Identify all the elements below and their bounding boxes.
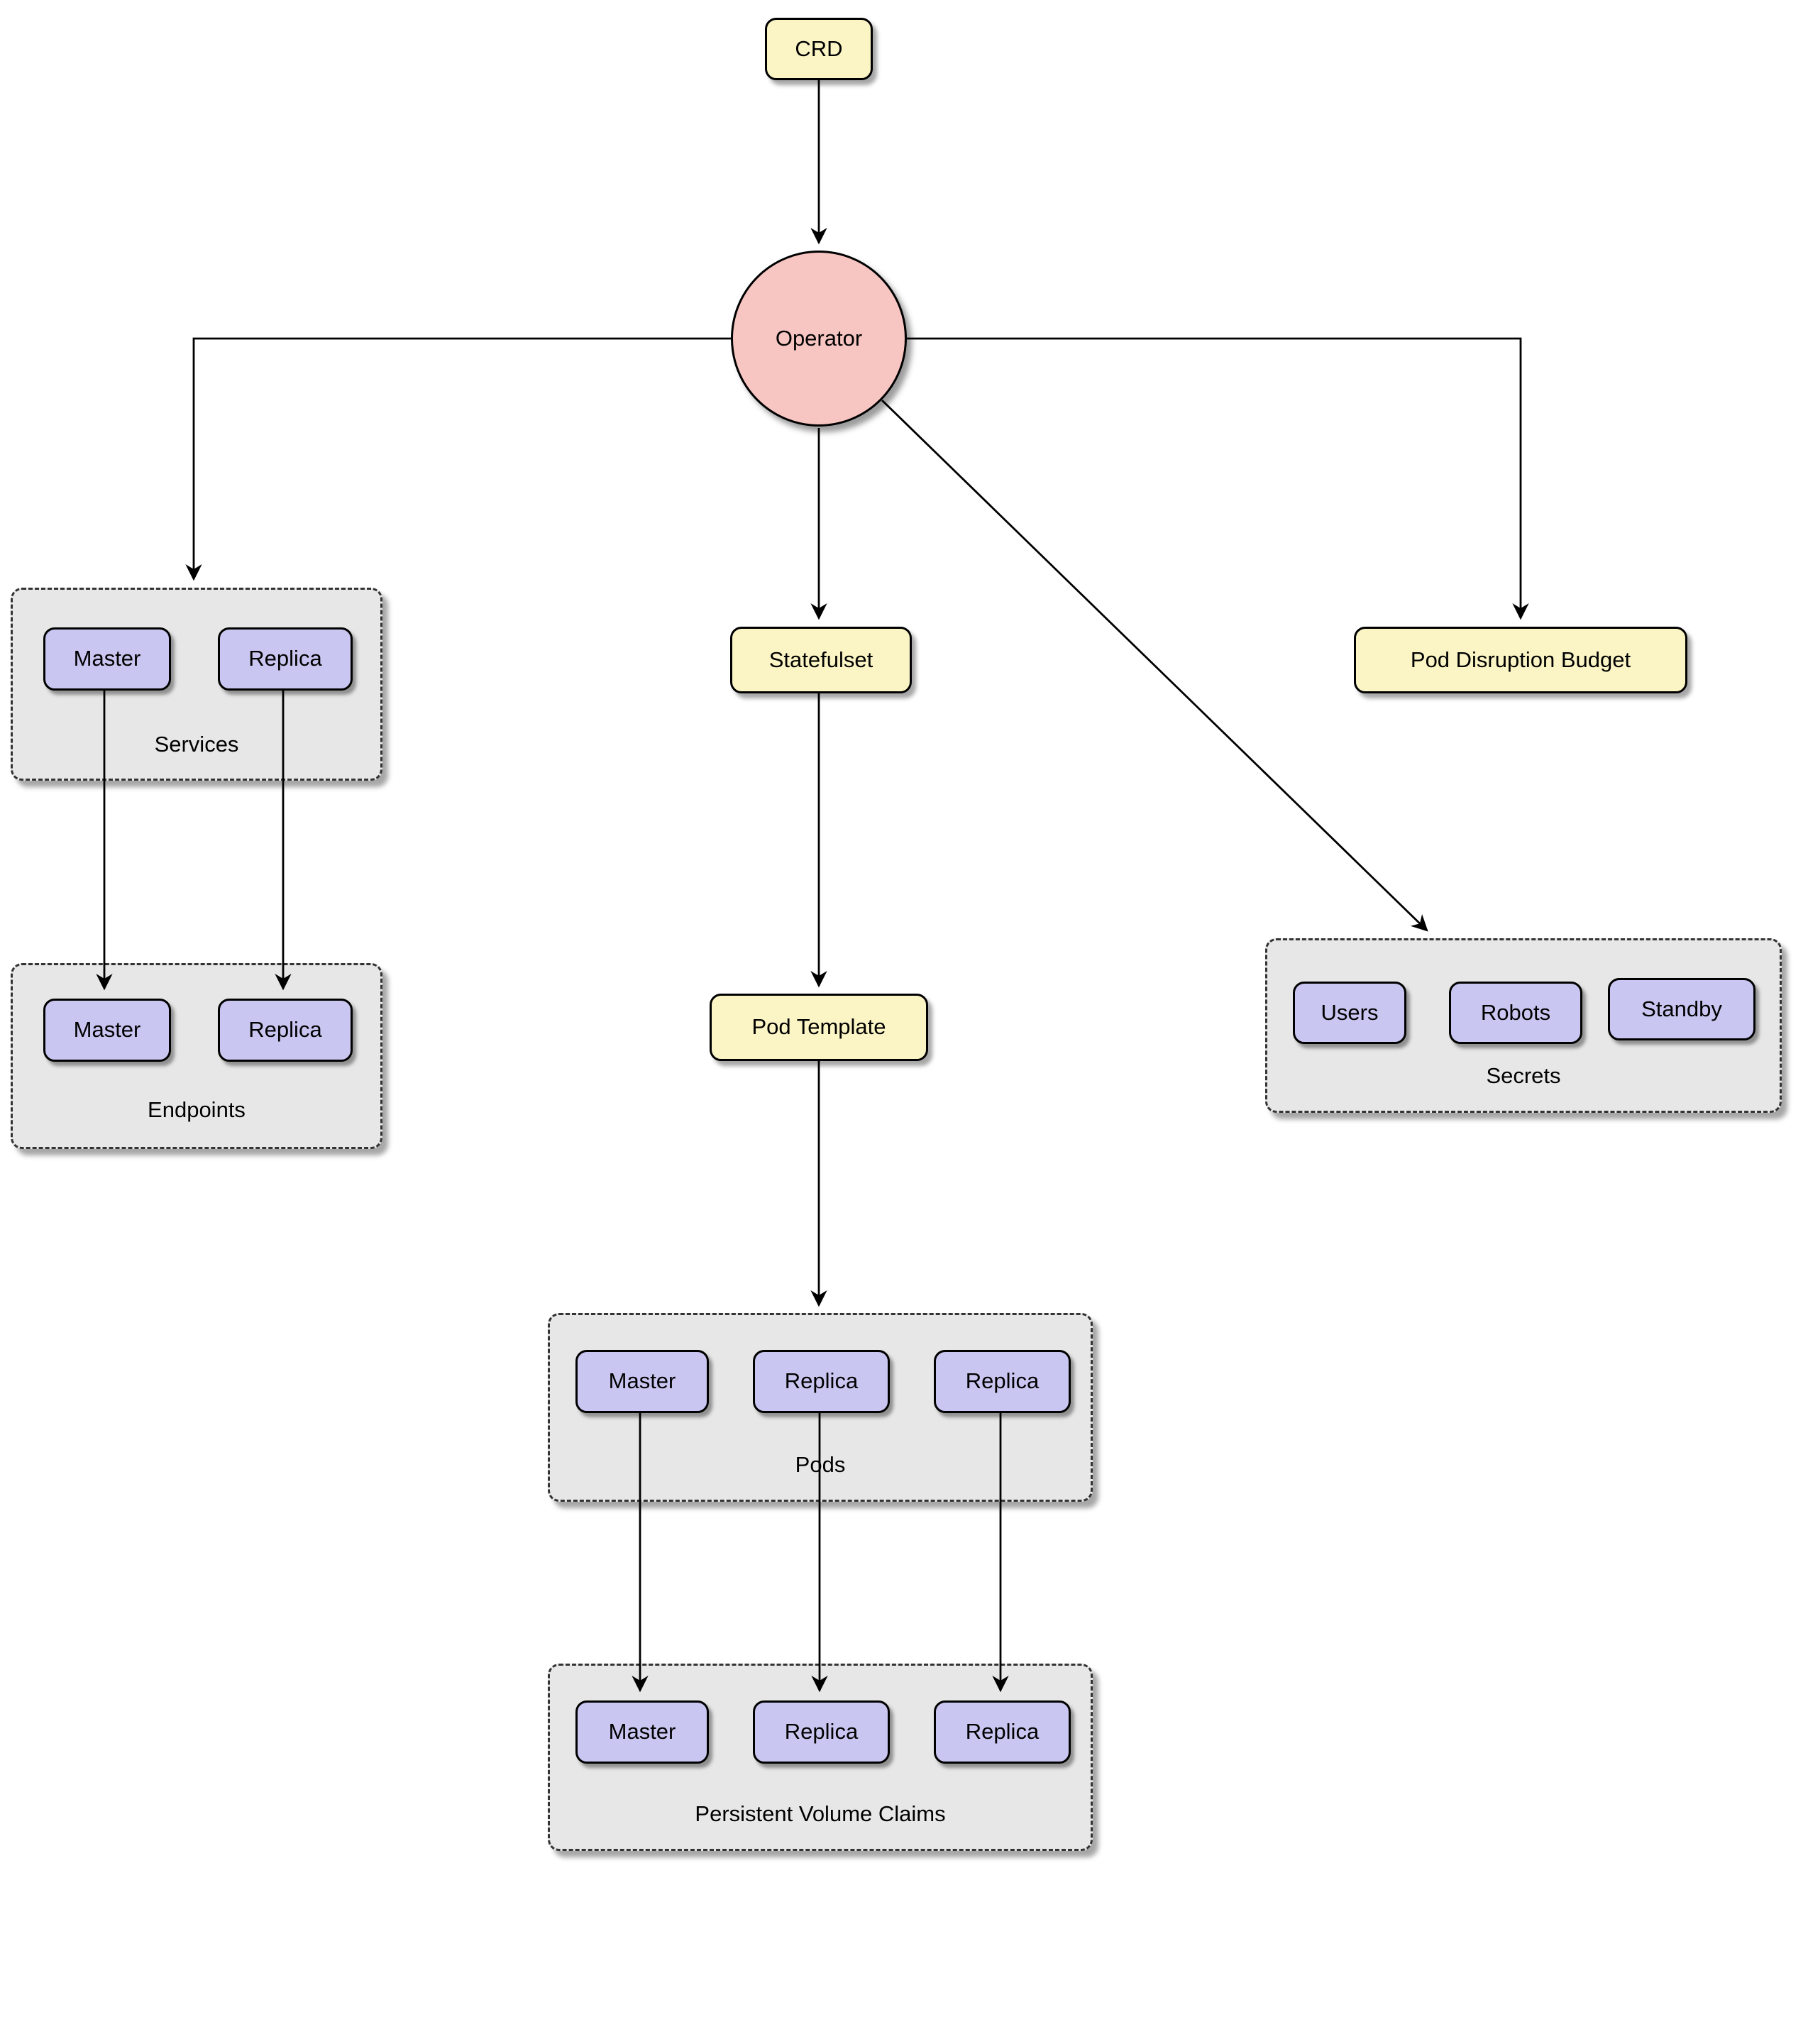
services-master-node: Master [43, 627, 171, 691]
secrets-group-label: Secrets [1486, 1063, 1561, 1088]
crd-node: CRD [765, 18, 873, 80]
pvc-replica1-node: Replica [753, 1700, 890, 1764]
secrets-group: Users Robots Standby Secrets [1265, 938, 1782, 1113]
edge-operator-to-pdb [907, 337, 1529, 620]
pods-replica1-node: Replica [753, 1350, 890, 1413]
pod-template-node: Pod Template [710, 994, 928, 1061]
endpoints-group-label: Endpoints [148, 1097, 246, 1122]
statefulset-node: Statefulset [730, 627, 912, 693]
secrets-users-node: Users [1293, 982, 1406, 1044]
pods-group: Master Replica Replica Pods [548, 1313, 1093, 1502]
services-group-label: Services [154, 732, 239, 757]
edge-operator-to-services [185, 337, 731, 581]
pvc-replica2-node: Replica [934, 1700, 1071, 1764]
pvc-group: Master Replica Replica Persistent Volume… [548, 1664, 1093, 1851]
endpoints-group: Master Replica Endpoints [11, 963, 382, 1149]
secrets-robots-node: Robots [1449, 982, 1582, 1044]
services-group: Master Replica Services [11, 588, 382, 781]
operator-node: Operator [731, 251, 907, 427]
pods-group-label: Pods [795, 1452, 846, 1477]
pvc-master-node: Master [575, 1700, 709, 1764]
pods-replica2-node: Replica [934, 1350, 1071, 1413]
pvc-group-label: Persistent Volume Claims [695, 1801, 946, 1826]
services-replica-node: Replica [218, 627, 353, 691]
pod-disruption-budget-node: Pod Disruption Budget [1354, 627, 1687, 693]
pods-master-node: Master [575, 1350, 709, 1413]
secrets-standby-node: Standby [1608, 978, 1755, 1040]
endpoints-master-node: Master [43, 999, 171, 1062]
edge-operator-to-secrets [881, 399, 1428, 932]
endpoints-replica-node: Replica [218, 999, 353, 1062]
